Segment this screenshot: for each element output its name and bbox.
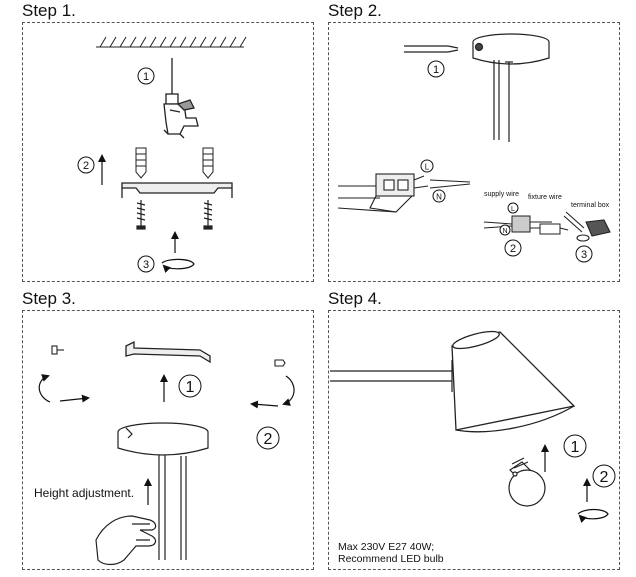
svg-text:1: 1	[186, 379, 195, 396]
step2-title: Step 2.	[328, 1, 382, 20]
screw-right-icon	[203, 200, 213, 230]
step3-panel	[22, 310, 314, 570]
svg-text:3: 3	[143, 259, 149, 271]
wall-plug-left-icon	[135, 147, 147, 179]
step3-rotate-right-arrow	[282, 375, 295, 406]
step1-title: Step 1.	[22, 1, 76, 20]
step2-callout-1: 1	[427, 60, 445, 78]
svg-text:2: 2	[83, 160, 89, 172]
step1-panel	[22, 22, 314, 282]
step3-bracket-icon	[125, 340, 211, 364]
supply-wire-label: supply wire	[484, 191, 519, 198]
svg-text:N: N	[436, 193, 442, 202]
svg-text:3: 3	[581, 249, 587, 261]
lamp-shade-icon	[451, 330, 576, 433]
step4-rotate-arrow	[577, 508, 609, 524]
step4-title: Step 4.	[328, 289, 382, 308]
drill-icon	[163, 58, 199, 139]
step4-panel	[328, 310, 620, 570]
svg-text:1: 1	[143, 71, 149, 83]
step1-callout-1: 1	[137, 67, 155, 85]
step3-rotate-left-arrow	[38, 374, 51, 403]
supply-live-marker: L	[507, 202, 519, 214]
terminal-box-label: terminal box	[571, 202, 610, 209]
lamp-arm-icon	[330, 360, 453, 392]
step2-panel	[328, 22, 620, 282]
step3-callout-2: 2	[256, 426, 280, 450]
terminal-box-icon	[563, 211, 611, 242]
wall-plug-right-icon	[202, 147, 214, 179]
terminal-block-icon	[337, 173, 429, 213]
step1-callout-2: 2	[77, 156, 95, 174]
step1-callout-3: 3	[137, 255, 155, 273]
svg-text:L: L	[511, 206, 515, 213]
wire-connection-icon	[483, 215, 569, 235]
ceiling-hatch	[96, 36, 247, 48]
svg-text:2: 2	[264, 431, 273, 448]
neutral-marker: N	[432, 189, 446, 203]
svg-text:1: 1	[433, 64, 439, 76]
supply-neutral-marker: N	[499, 224, 511, 236]
svg-text:1: 1	[571, 439, 580, 456]
wire-ends-icon	[429, 179, 471, 189]
svg-text:N: N	[502, 228, 507, 235]
fixture-wire-label: fixture wire	[528, 194, 562, 201]
svg-text:2: 2	[510, 243, 516, 255]
step4-note: Max 230V E27 40W; Recommend LED bulb	[338, 541, 444, 565]
note-line-1: Max 230V E27 40W;	[338, 541, 435, 553]
step4-callout-1: 1	[563, 434, 587, 458]
step3-screw-right-icon	[274, 359, 286, 367]
step1-rotate-arrow	[161, 258, 195, 274]
note-line-2: Recommend LED bulb	[338, 553, 444, 565]
height-adjustment-label: Height adjustment.	[34, 486, 135, 500]
ceiling-canopy-icon	[472, 33, 550, 142]
mounting-bracket-icon	[121, 182, 233, 198]
light-bulb-icon	[508, 457, 546, 507]
step3-right-arrow	[250, 400, 279, 409]
step3-canopy-icon	[117, 422, 209, 560]
step2-supply-cable	[404, 45, 459, 53]
step2-callout-2: 2	[504, 239, 522, 257]
svg-text:L: L	[425, 163, 430, 172]
svg-text:2: 2	[600, 469, 609, 486]
step3-callout-1: 1	[178, 374, 202, 398]
hand-icon	[95, 515, 157, 566]
screw-small-icon	[51, 345, 64, 355]
step4-callout-2: 2	[592, 464, 616, 488]
screw-left-icon	[136, 200, 146, 230]
step2-callout-3: 3	[575, 245, 593, 263]
live-marker: L	[420, 159, 434, 173]
step3-title: Step 3.	[22, 289, 76, 308]
step3-left-arrow	[59, 394, 90, 403]
